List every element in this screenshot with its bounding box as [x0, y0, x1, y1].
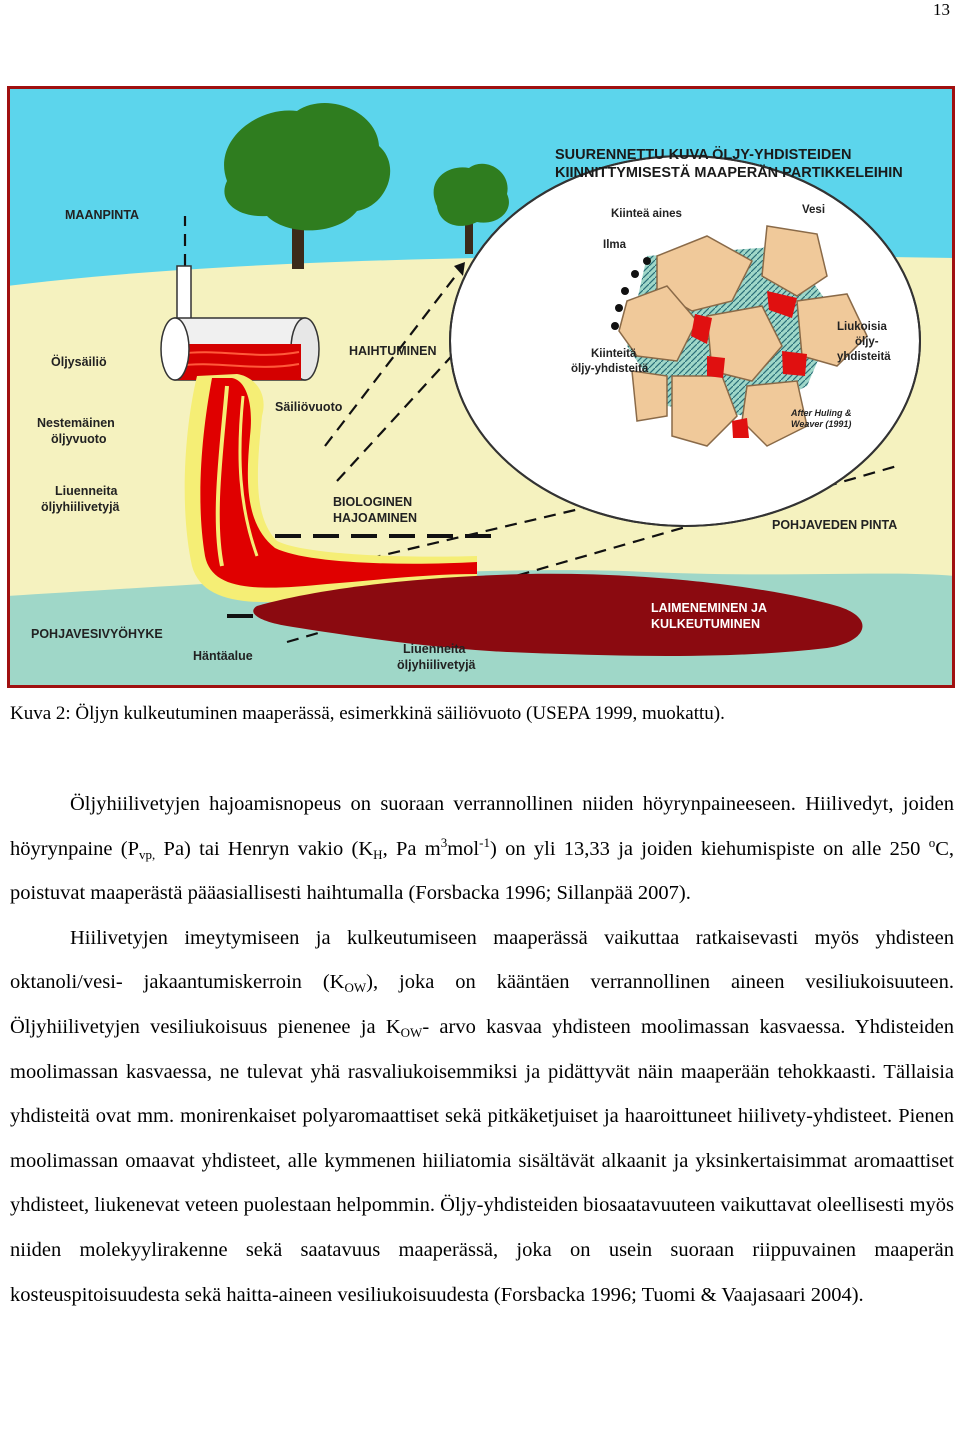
- figure-caption: Kuva 2: Öljyn kulkeutuminen maaperässä, …: [10, 703, 725, 724]
- label-vesi: Vesi: [802, 204, 825, 216]
- tank-vent-pipe: [176, 265, 192, 327]
- label-liuenneita-1a: Liuenneita: [55, 484, 119, 498]
- label-kiintea-aines: Kiinteä aines: [611, 208, 682, 220]
- p1-superscript: -1: [479, 834, 490, 850]
- label-liuenneita-1b: öljyhiilivetyjä: [41, 500, 120, 514]
- tree-icon: [433, 163, 509, 254]
- p2-subscript: OW: [344, 980, 367, 996]
- label-liukoisia-1: Liukoisia: [837, 321, 887, 333]
- label-sailiovuoto: Säiliövuoto: [275, 400, 343, 414]
- label-pohjaveden-pinta: POHJAVEDEN PINTA: [772, 518, 897, 532]
- label-liukoisia-2: öljy-: [855, 336, 879, 348]
- p1-superscript: o: [928, 834, 936, 850]
- oil-tank: [160, 317, 320, 381]
- label-nestemainen-2: öljyvuoto: [51, 432, 107, 446]
- label-oljysailio: Öljysäiliö: [51, 354, 107, 369]
- oil-plume: [200, 378, 477, 588]
- label-liuenneita-2a: Liuenneita: [403, 642, 467, 656]
- p1-text: C, poistuvat maaperästä pääasiallisesti …: [10, 837, 955, 905]
- label-laimeneminen-2: KULKEUTUMINEN: [651, 617, 760, 631]
- label-ilma: Ilma: [603, 239, 627, 251]
- label-laimeneminen-1: LAIMENEMINEN JA: [651, 601, 767, 615]
- p1-text: Hiilivedyt, joiden höyrynpaine (P: [10, 793, 955, 860]
- p1-text: , Pa m: [382, 837, 441, 860]
- p2-subscript: OW: [400, 1024, 423, 1040]
- label-after-2: Weaver (1991): [791, 419, 851, 429]
- page-number: 13: [933, 0, 950, 19]
- label-hantaalue: Häntäalue: [193, 649, 253, 663]
- label-maanpinta: MAANPINTA: [65, 208, 139, 222]
- paragraph-2: Hiilivetyjen imeytymiseen ja kulkeutumis…: [10, 916, 954, 1317]
- oil-migration-figure: MAANPINTA SUURENNETTU KUVA ÖLJY-YHDISTEI…: [7, 86, 955, 688]
- label-biologinen-2: HAJOAMINEN: [333, 511, 417, 525]
- label-heading-line2: KIINNITTYMISESTÄ MAAPERÄN PARTIKKELEIHIN: [555, 164, 903, 181]
- label-haihtuminen: HAIHTUMINEN: [349, 344, 437, 358]
- label-heading-line1: SUURENNETTU KUVA ÖLJY-YHDISTEIDEN: [555, 146, 851, 163]
- p1-subscript: vp,: [139, 846, 156, 862]
- p1-sentence-1: Öljyhiilivetyjen hajoamisnopeus on suora…: [70, 793, 796, 815]
- label-kiinteita-2: öljy-yhdisteitä: [571, 363, 649, 375]
- label-nestemainen-1: Nestemäinen: [37, 416, 115, 430]
- arrow-head-icon: [454, 262, 465, 276]
- p1-text: ) on yli 13,33 ja joiden kiehumispiste o…: [489, 837, 929, 860]
- p2-text: Hiilivetyjen imeytymiseen ja kulkeutumis…: [10, 926, 954, 994]
- figure-frame: [7, 86, 955, 688]
- p2-text: - arvo kasvaa yhdisteen moolimassan kasv…: [10, 1015, 954, 1306]
- label-biologinen-1: BIOLOGINEN: [333, 495, 412, 509]
- body-text: Öljyhiilivetyjen hajoamisnopeus on suora…: [10, 782, 954, 1317]
- groundwater-plume: [253, 573, 863, 656]
- paragraph-1: Öljyhiilivetyjen hajoamisnopeus on suora…: [10, 782, 954, 916]
- p1-superscript: 3: [440, 834, 448, 850]
- p2-text: ), joka on kääntäen verrannollinen ainee…: [10, 971, 954, 1038]
- magnified-soil-view: [449, 155, 921, 527]
- label-liuenneita-2b: öljyhiilivetyjä: [397, 658, 476, 672]
- label-liukoisia-3: yhdisteitä: [837, 351, 891, 363]
- label-kiinteita-1: Kiinteitä: [591, 348, 637, 360]
- label-after-1: After Huling &: [790, 408, 852, 418]
- tree-icon: [224, 103, 391, 269]
- p1-text: Pa) tai Henryn vakio (K: [155, 837, 374, 860]
- p1-text: mol: [447, 837, 480, 860]
- label-pohjavesivyohyke: POHJAVESIVYÖHYKE: [31, 626, 163, 641]
- p1-subscript: H: [373, 846, 383, 862]
